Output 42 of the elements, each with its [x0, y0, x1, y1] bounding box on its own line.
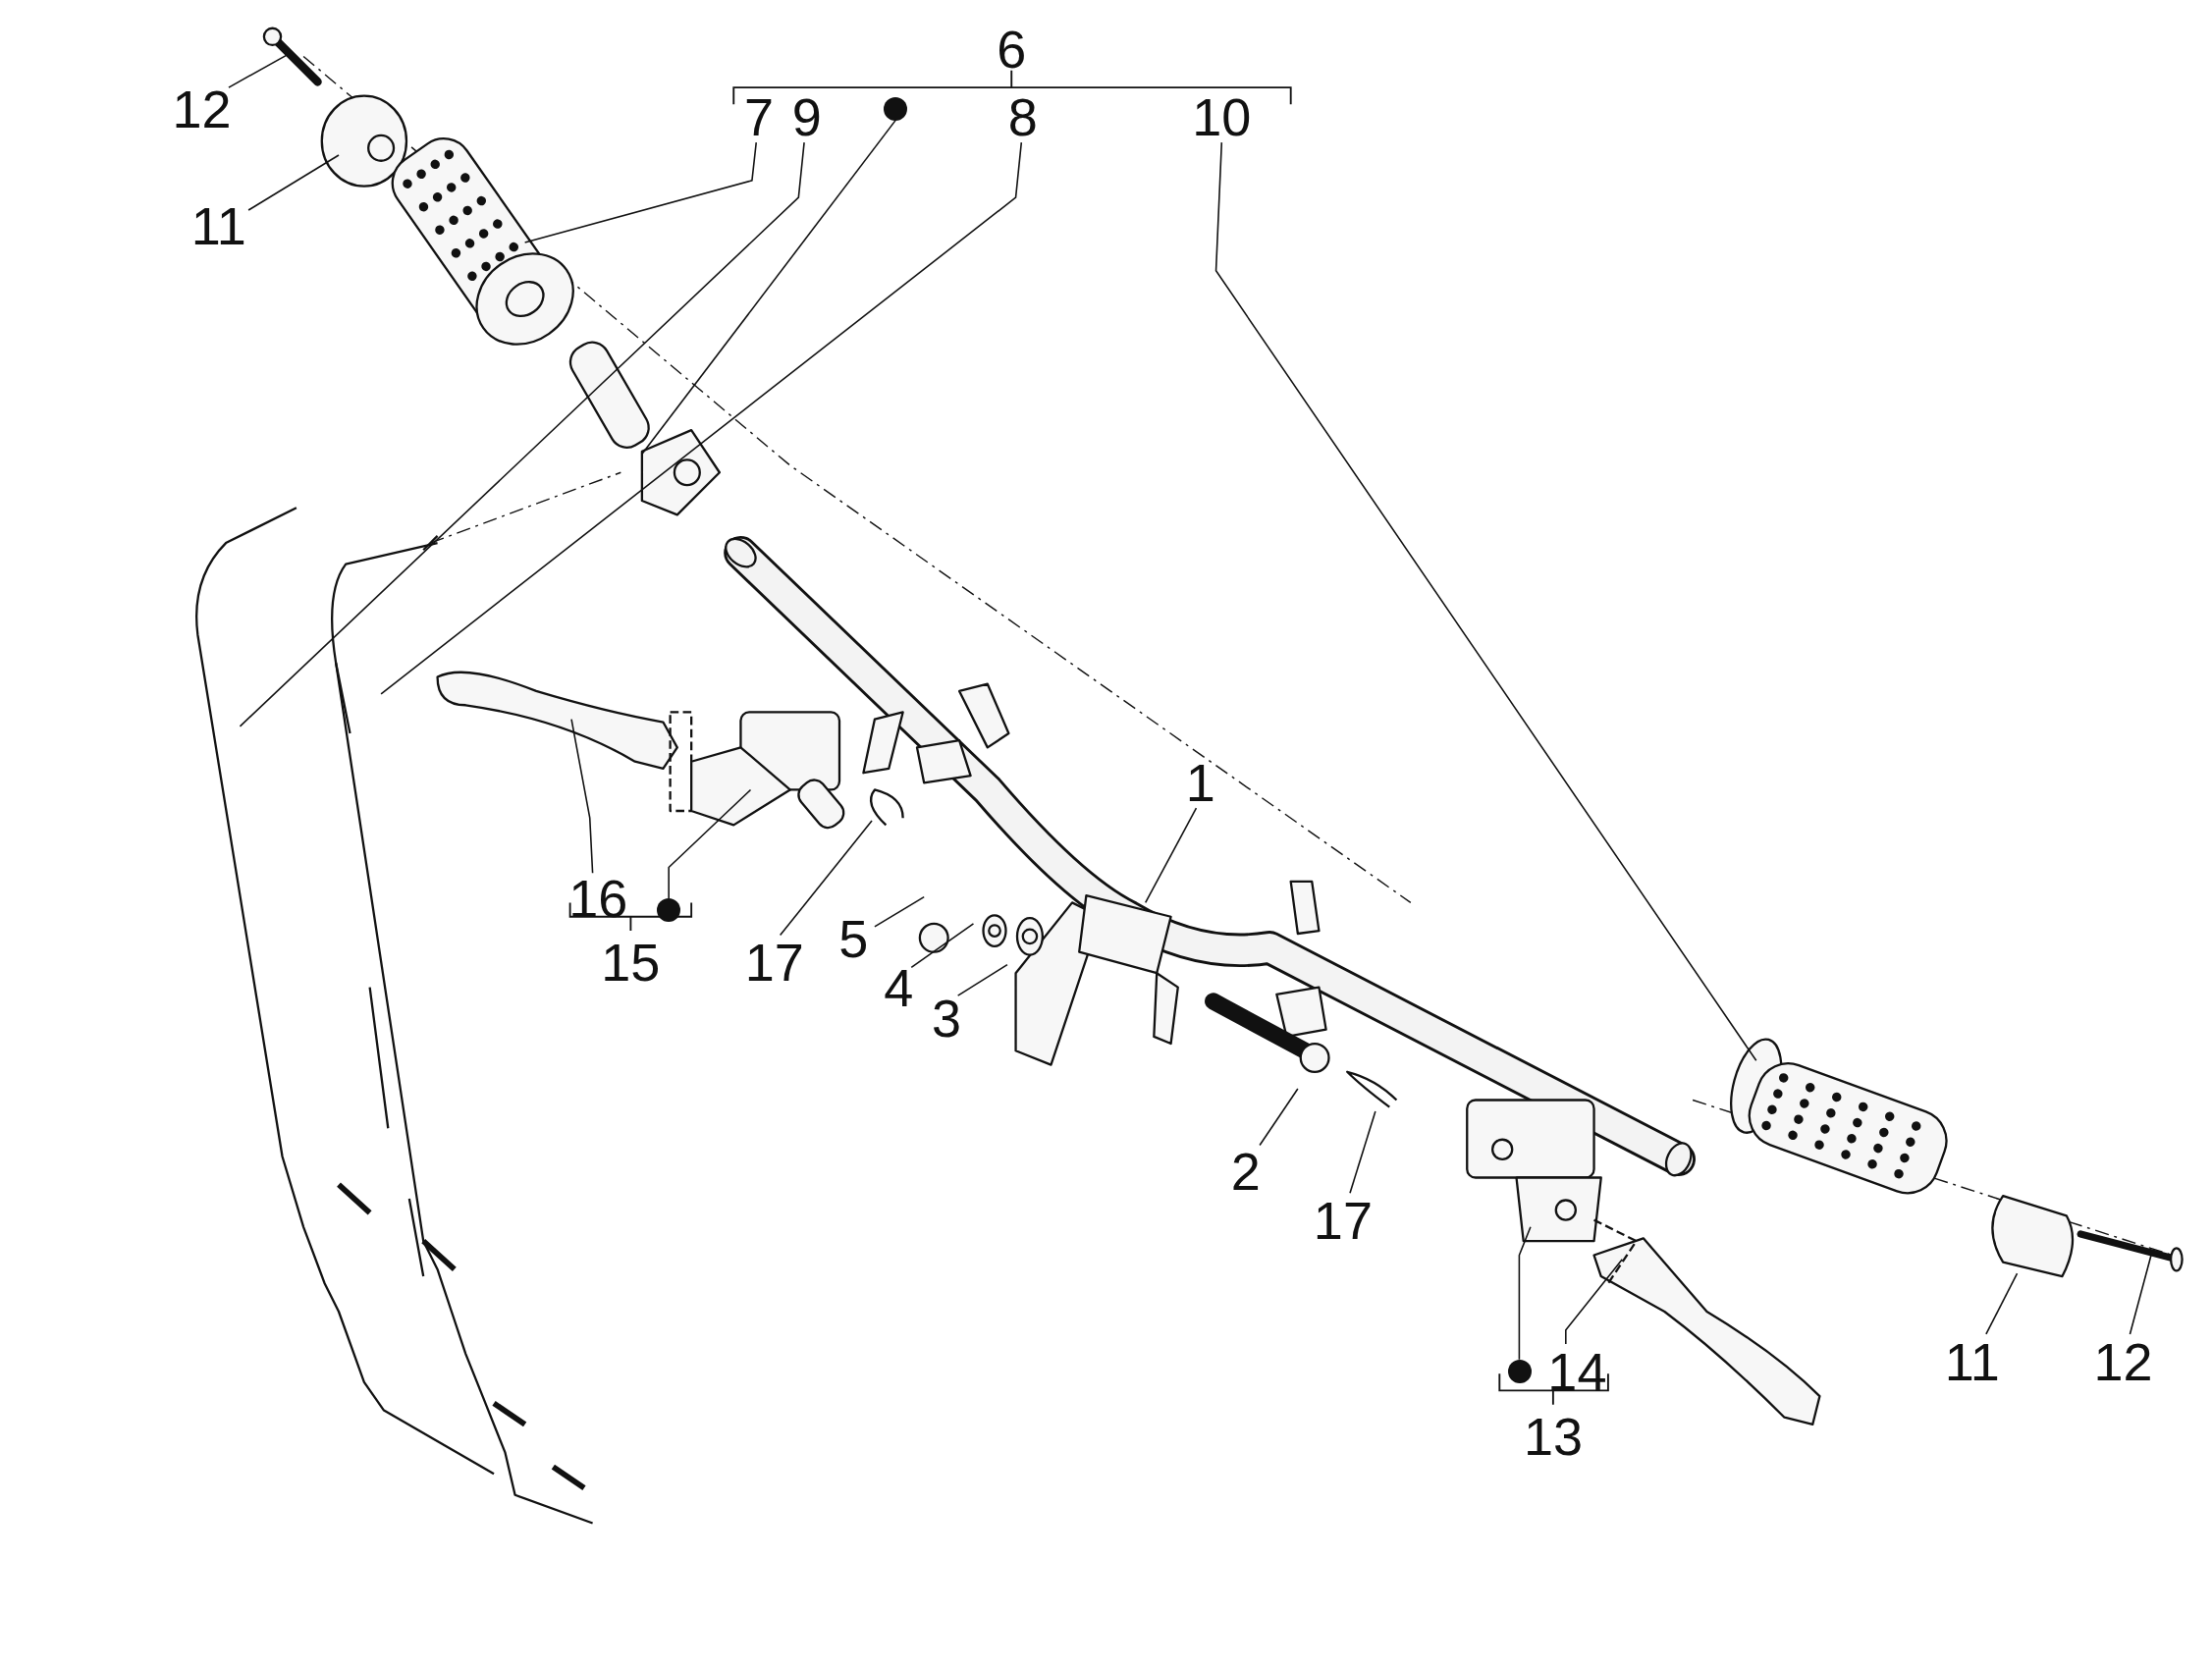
callout-number: 12: [2093, 1334, 2153, 1388]
leader-line: [641, 119, 897, 456]
leader-line: [1349, 1110, 1376, 1195]
callout-number: 1: [1185, 756, 1215, 810]
leader-line: [1144, 807, 1198, 904]
bullet-mark: [657, 897, 681, 922]
callout-number: 2: [1230, 1144, 1261, 1198]
leader-line: [380, 141, 1023, 695]
callout-number: 8: [1007, 90, 1038, 144]
callout-number: 3: [932, 992, 962, 1046]
leader-line: [1214, 141, 1757, 1062]
leader-line: [779, 820, 873, 937]
callout-number: 9: [791, 90, 822, 144]
bullet-mark: [884, 96, 908, 121]
callout-number: 12: [172, 81, 232, 135]
bullet-mark: [1507, 1359, 1532, 1383]
callout-number: 17: [744, 935, 804, 989]
callout-number: 4: [884, 960, 914, 1014]
callout-number: 17: [1313, 1193, 1373, 1247]
leader-line: [247, 154, 340, 211]
callout-number: 13: [1523, 1409, 1583, 1463]
callout-number: 10: [1192, 90, 1252, 144]
leader-line: [910, 923, 975, 969]
leader-line: [1518, 1226, 1532, 1361]
leader-line: [239, 141, 805, 727]
leader-line: [668, 788, 752, 899]
callout-number: 11: [1944, 1334, 2000, 1388]
callout-number: 16: [568, 872, 628, 926]
leader-line: [1985, 1272, 2019, 1335]
callout-number: 7: [744, 90, 775, 144]
callout-number: 11: [190, 198, 246, 252]
callout-number: 14: [1547, 1344, 1607, 1398]
leader-line: [1259, 1088, 1299, 1147]
callout-number: 6: [997, 23, 1027, 77]
leader-line: [1565, 1259, 1624, 1345]
leader-line: [523, 141, 758, 243]
leader-line: [956, 963, 1008, 996]
callout-number: 15: [601, 935, 661, 989]
leader-line: [874, 895, 925, 928]
callout-number: 5: [838, 911, 869, 965]
leader-line: [2129, 1254, 2152, 1335]
leader-line: [570, 718, 594, 874]
